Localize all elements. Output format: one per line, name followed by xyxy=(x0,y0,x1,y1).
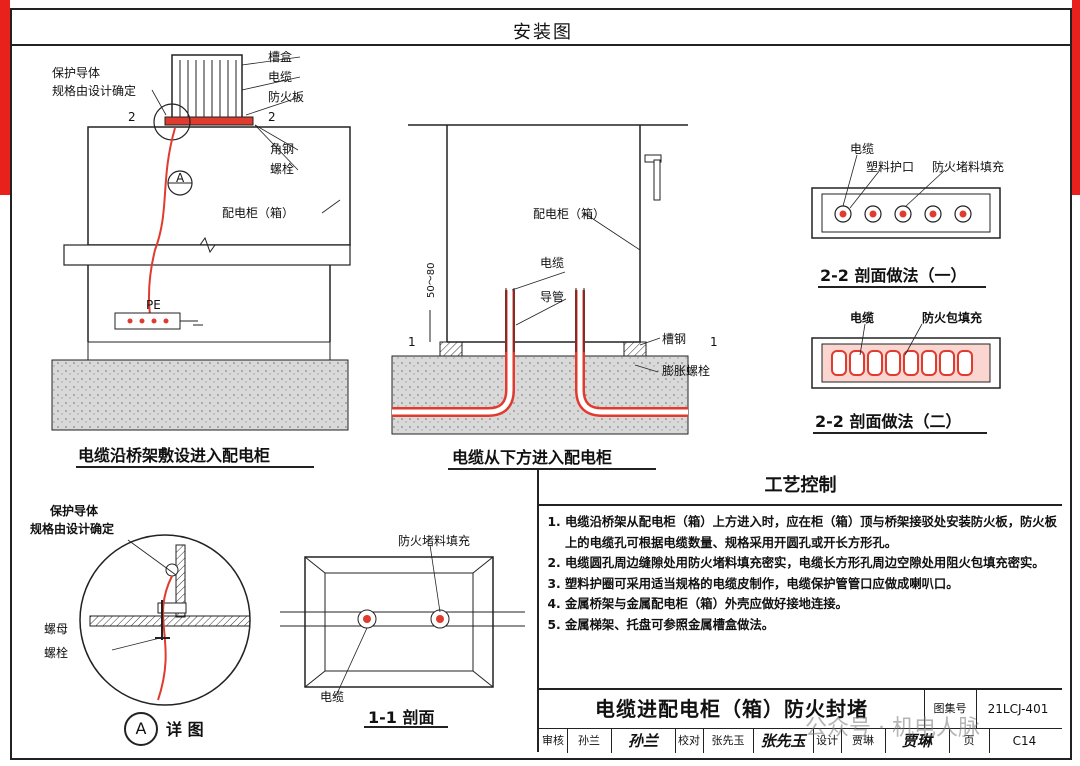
fig4-caption: 2-2 剖面做法（二） xyxy=(815,412,962,431)
fig1-section-mark-right: 2 xyxy=(268,110,276,124)
fig1-detail-mark: A xyxy=(176,171,185,185)
section-1-1-drawing xyxy=(280,556,525,688)
section11-caption-underline xyxy=(364,726,448,728)
fig3-caption-underline xyxy=(818,286,986,288)
detail-label-nut: 螺母 xyxy=(44,622,69,636)
fig4-label-fire-bag: 防火包填充 xyxy=(922,311,983,325)
designer-signature: 贾琳 xyxy=(885,729,950,753)
section11-label-fire-plug: 防火堵料填充 xyxy=(398,534,471,548)
fig2-label-cable: 电缆 xyxy=(540,256,565,270)
fig1-label-angle-steel: 角钢 xyxy=(270,142,295,156)
check-label: 校对 xyxy=(675,729,704,753)
process-control-panel: 工艺控制 电缆沿桥架从配电柜（箱）上方进入时，应在柜（箱）顶与桥架接驳处安装防火… xyxy=(537,468,1062,688)
drawing-sheet: 安装图 xyxy=(10,8,1072,760)
title-block: 电缆进配电柜（箱）防火封堵 图集号 21LCJ-401 审核 孙兰 孙兰 校对 … xyxy=(537,688,1062,753)
fig1-label-bolt: 螺栓 xyxy=(270,162,295,176)
checker-name: 张先玉 xyxy=(703,729,754,753)
fig3-caption: 2-2 剖面做法（一） xyxy=(820,266,967,285)
process-item: 金属梯架、托盘可参照金属槽盒做法。 xyxy=(565,615,1060,636)
fig4-label-cable: 电缆 xyxy=(850,311,875,325)
left-red-accent xyxy=(0,0,10,195)
checker-signature: 张先玉 xyxy=(753,729,814,753)
detail-label-protective-conductor: 保护导体 xyxy=(50,504,99,518)
title-block-atlas-no: 21LCJ-401 xyxy=(987,702,1049,716)
fig1-section-mark-left: 2 xyxy=(128,110,136,124)
reviewer-signature: 孙兰 xyxy=(611,729,676,753)
process-item: 电缆沿桥架从配电柜（箱）上方进入时，应在柜（箱）顶与桥架接驳处安装防火板，防火板… xyxy=(565,512,1060,553)
detail-label-bolt: 螺栓 xyxy=(44,646,69,660)
design-label: 设计 xyxy=(813,729,842,753)
fig1-caption: 电缆沿桥架敷设进入配电柜 xyxy=(78,446,271,465)
reviewer-name: 孙兰 xyxy=(567,729,612,753)
fig1-label-pe: PE xyxy=(146,298,161,312)
leader-lines xyxy=(111,56,946,699)
process-item: 金属桥架与金属配电柜（箱）外壳应做好接地连接。 xyxy=(565,594,1060,615)
process-item: 塑料护圈可采用适当规格的电缆皮制作，电缆保护管管口应做成喇叭口。 xyxy=(565,574,1060,595)
section11-label-cable: 电缆 xyxy=(320,690,345,704)
fig2-label-cabinet: 配电柜（箱） xyxy=(533,207,606,221)
designer-name: 贾琳 xyxy=(841,729,886,753)
fig1-label-protective-conductor: 保护导体 xyxy=(52,66,101,80)
fig2-label-expansion-bolt: 膨胀螺栓 xyxy=(662,364,711,378)
process-control-list: 电缆沿桥架从配电柜（箱）上方进入时，应在柜（箱）顶与桥架接驳处安装防火板，防火板… xyxy=(545,512,1060,635)
fig2-section-mark-right: 1 xyxy=(710,335,718,349)
process-item: 电缆圆孔周边缝隙处用防火堵料填充密实，电缆长方形孔周边空隙处用阻火包填充密实。 xyxy=(565,553,1060,574)
fig4-drawing xyxy=(811,337,1001,389)
fig1-drawing xyxy=(51,54,351,431)
fig3-drawing xyxy=(811,187,1001,239)
page-number: C14 xyxy=(1012,734,1037,748)
fig2-dim: 50～80 xyxy=(426,262,437,298)
fig2-caption: 电缆从下方进入配电柜 xyxy=(452,448,613,467)
title-block-sign-row: 审核 孙兰 孙兰 校对 张先玉 张先玉 设计 贾琳 贾琳 页 C14 xyxy=(539,728,1062,753)
fig4-caption-underline xyxy=(813,432,987,434)
title-block-atlas-label: 图集号 xyxy=(924,690,977,728)
page-label: 页 xyxy=(949,729,990,753)
fig1-label-trough: 槽盒 xyxy=(268,50,293,64)
detail-mark-circle: A xyxy=(124,712,158,746)
sheet-title: 安装图 xyxy=(513,22,573,43)
detail-caption: 详 图 xyxy=(166,720,204,739)
fig2-caption-underline xyxy=(448,468,656,470)
fig1-caption-underline xyxy=(76,466,314,468)
right-red-accent xyxy=(1072,0,1080,195)
title-block-title: 电缆进配电柜（箱）防火封堵 xyxy=(539,690,925,728)
fig1-label-fire-board: 防火板 xyxy=(268,90,305,104)
fig2-drawing xyxy=(391,124,689,435)
fig1-label-spec: 规格由设计确定 xyxy=(52,84,137,98)
process-control-title: 工艺控制 xyxy=(539,468,1062,506)
fig2-section-mark-left: 1 xyxy=(408,335,416,349)
fig3-label-cable: 电缆 xyxy=(850,142,875,156)
fig2-label-channel-steel: 槽钢 xyxy=(662,332,687,346)
fig3-label-fire-plug: 防火堵料填充 xyxy=(932,160,1005,174)
detail-a-drawing xyxy=(79,534,251,706)
fig1-label-cabinet: 配电柜（箱） xyxy=(222,206,295,220)
detail-label-spec: 规格由设计确定 xyxy=(30,522,115,536)
fig3-label-plastic-guard: 塑料护口 xyxy=(866,160,915,174)
title-divider xyxy=(12,44,1070,46)
fig2-label-conduit: 导管 xyxy=(540,290,565,304)
fig1-label-cable: 电缆 xyxy=(268,70,293,84)
watermark: 公众号 · 机电人脉 xyxy=(805,716,980,741)
section11-caption: 1-1 剖面 xyxy=(368,708,435,727)
review-label: 审核 xyxy=(539,729,568,753)
